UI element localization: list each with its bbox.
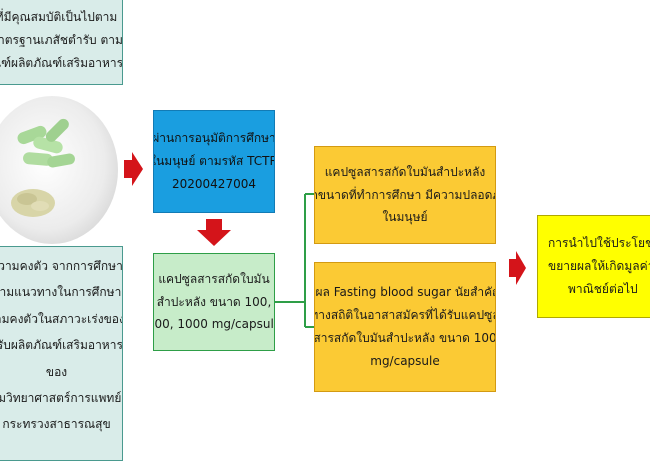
capsule-box: แคปซูลสารสกัดใบมัน สำปะหลัง ขนาด 100, 50… (153, 253, 275, 351)
capsule-photo (0, 95, 120, 245)
approval-line-2: ในมนุษย์ ตามรหัส TCTR (153, 154, 275, 169)
capsule-5 (47, 153, 75, 168)
arrow-down (197, 219, 231, 246)
standards-box: ที่มีคุณสมบัติเป็นไปตาม มาตรฐานเภสัชตำรั… (0, 0, 123, 85)
outcome-line-3: พาณิชย์ต่อไป (568, 281, 638, 296)
approval-line-1: ผ่านการอนุมัติการศึกษา (153, 131, 275, 146)
outcome-line-1: การนำไปใช้ประโยชน์ และ (548, 236, 650, 251)
fbs-box: มีผล Fasting blood sugar นัยสำคัญ ทางสถิ… (314, 262, 496, 392)
capsule-2 (33, 136, 63, 154)
stability-line-2: ตามแนวทางในการศึกษา (0, 285, 122, 300)
safety-line-1: แคปซูลสารสกัดใบมันสำปะหลัง (324, 164, 486, 179)
capsule-4 (23, 152, 53, 166)
standards-line-3: ณฑ์ผลิตภัณฑ์เสริมอาหาร (0, 55, 123, 70)
safety-line-2: ทุกขนาดที่ทำการศึกษา มีความปลอดภัย (314, 187, 495, 202)
plate (0, 96, 118, 244)
stability-line-1: ความคงตัว จากการศึกษา (0, 259, 123, 273)
stability-line-6: รมวิทยาศาสตร์การแพทย์ (0, 390, 122, 405)
capsule-3 (45, 118, 69, 142)
stability-line-4: ารับผลิตภัณฑ์เสริมอาหาร (0, 338, 123, 353)
approval-line-3: 20200427004 (172, 176, 256, 191)
standards-line-1: ที่มีคุณสมบัติเป็นไปตาม (0, 10, 118, 25)
arrow-right-2 (509, 251, 526, 285)
outcome-box: การนำไปใช้ประโยชน์ และ ขยายผลให้เกิดมูลค… (537, 215, 650, 318)
capsule-photo-svg (0, 96, 118, 244)
fbs-line-2: ทางสถิติในอาสาสมัครที่ได้รับแคปซูล (314, 308, 496, 323)
capsule-1 (17, 125, 47, 145)
safety-line-3: ในมนุษย์ (382, 210, 428, 225)
arrow-right-1 (124, 152, 143, 186)
capsule-line-3: 500, 1000 mg/capsule (153, 317, 275, 332)
fbs-line-1: มีผล Fasting blood sugar นัยสำคัญ (314, 285, 496, 300)
bracket-connector (275, 193, 314, 328)
fbs-line-3: สารสกัดใบมันสำปะหลัง ขนาด 100 (314, 331, 496, 345)
capsule-line-2: สำปะหลัง ขนาด 100, (156, 294, 272, 309)
stability-line-3: วามคงตัวในสภาวะเร่งของ (0, 311, 123, 326)
stability-box: ความคงตัว จากการศึกษา ตามแนวทางในการศึกษ… (0, 246, 123, 461)
approval-box: ผ่านการอนุมัติการศึกษา ในมนุษย์ ตามรหัส … (153, 110, 275, 213)
outcome-line-2: ขยายผลให้เกิดมูลค่าในเชิง (548, 259, 650, 274)
standards-line-2: มาตรฐานเภสัชตำรับ ตาม (0, 33, 123, 48)
safety-box: แคปซูลสารสกัดใบมันสำปะหลัง ทุกขนาดที่ทำก… (314, 146, 496, 244)
stability-line-5: ของ (45, 364, 68, 379)
capsule-line-1: แคปซูลสารสกัดใบมัน (158, 271, 270, 286)
stability-line-7: กระทรวงสาธารณสุข (2, 417, 111, 432)
fbs-line-4: mg/capsule (370, 353, 440, 368)
